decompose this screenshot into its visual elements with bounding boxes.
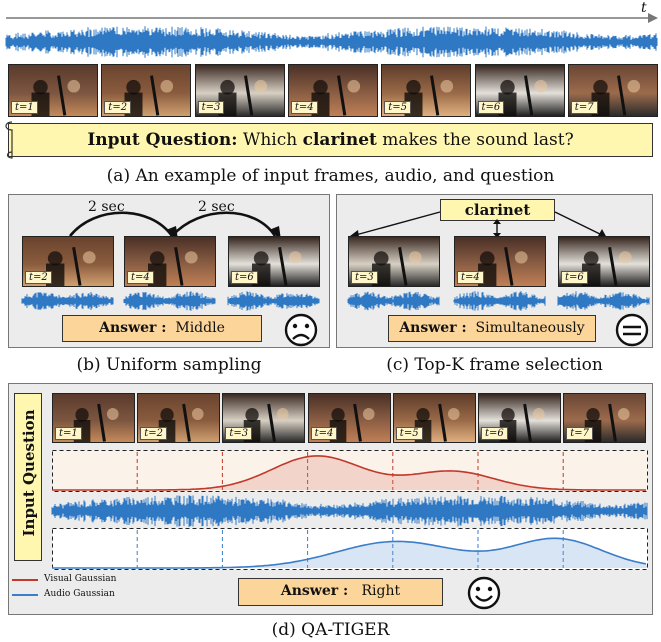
- video-frame-b-3: t=6: [228, 236, 320, 287]
- frame-time-label: t=3: [225, 427, 253, 440]
- caption-c: (c) Top-K frame selection: [386, 355, 603, 375]
- video-frame-d-2: t=2: [137, 393, 221, 443]
- time-axis-arrow: [6, 13, 658, 23]
- video-frame-c-1: t=3: [348, 236, 440, 287]
- side-question-scroll: Input Question: [14, 393, 42, 561]
- topk-waveform-1: [347, 291, 440, 311]
- uniform-waveform-1: [21, 292, 114, 310]
- answer-label-b: Answer :: [99, 320, 167, 336]
- time-axis-label: t: [641, 0, 647, 16]
- answer-label-c: Answer :: [399, 320, 467, 336]
- question-text: Input Question: Which clarinet makes the…: [9, 130, 652, 150]
- question-prefix: Input Question:: [87, 130, 238, 150]
- video-frame-d-1: t=1: [52, 393, 135, 443]
- legend-visual-line: [12, 579, 38, 581]
- caption-d: (d) QA-TIGER: [271, 620, 390, 640]
- video-frame-d-3: t=3: [222, 393, 306, 443]
- answer-value-c: Simultaneously: [475, 320, 585, 336]
- frame-time-label: t=1: [11, 101, 38, 114]
- question-part-1: Which: [237, 130, 303, 150]
- frame-time-label: t=6: [477, 101, 505, 114]
- audio-gaussian-plot: [52, 528, 648, 570]
- video-frame-a-2: t=2: [101, 64, 192, 117]
- topk-waveform-2: [453, 291, 546, 311]
- answer-value-d: Right: [361, 583, 401, 599]
- qa-tiger-waveform: [51, 495, 648, 527]
- answer-label-d: Answer :: [280, 583, 349, 599]
- caption-b: (b) Uniform sampling: [76, 355, 262, 375]
- happy-face-icon: [467, 576, 501, 610]
- visual-gaussian-plot: [52, 450, 648, 492]
- answer-value-b: Middle: [175, 320, 225, 336]
- frame-time-label: t=4: [290, 101, 318, 114]
- interval-label-2: 2 sec: [198, 199, 235, 215]
- caption-a: (a) An example of input frames, audio, a…: [106, 166, 555, 186]
- video-frame-b-1: t=2: [22, 236, 114, 287]
- video-frame-d-7: t=7: [563, 393, 647, 443]
- video-frame-a-5: t=5: [381, 64, 472, 117]
- video-frame-b-2: t=4: [124, 236, 216, 287]
- answer-note-b: Answer : Middle: [62, 315, 262, 342]
- video-frame-a-1: t=1: [8, 64, 98, 117]
- frame-time-label: t=7: [566, 427, 593, 440]
- frame-time-label: t=6: [561, 271, 588, 284]
- neutral-face-icon: [615, 313, 649, 347]
- interval-label-1: 2 sec: [88, 199, 125, 215]
- video-frame-d-5: t=5: [392, 393, 476, 443]
- video-frame-c-3: t=6: [558, 236, 650, 287]
- frame-time-label: t=2: [104, 101, 132, 114]
- frame-time-label: t=4: [457, 271, 484, 284]
- video-frame-a-4: t=4: [287, 64, 378, 117]
- video-frame-a-6: t=6: [474, 64, 565, 117]
- frame-time-label: t=3: [351, 271, 378, 284]
- audio-waveform: [5, 26, 658, 58]
- uniform-waveform-3: [227, 291, 320, 311]
- frame-time-label: t=7: [570, 101, 598, 114]
- frame-time-label: t=4: [127, 271, 154, 284]
- question-scroll: Input Question: Which clarinet makes the…: [8, 123, 653, 157]
- topk-waveform-3: [557, 291, 650, 311]
- sad-face-icon: [284, 313, 318, 347]
- frame-time-label: t=4: [310, 427, 338, 440]
- video-frame-a-7: t=7: [567, 64, 658, 117]
- video-frame-c-2: t=4: [454, 236, 546, 287]
- legend-visual-label: Visual Gaussian: [44, 574, 117, 584]
- video-frame-d-6: t=6: [478, 393, 561, 443]
- frame-time-label: t=6: [481, 427, 508, 440]
- frame-time-label: t=2: [25, 271, 52, 284]
- video-frame-a-3: t=3: [194, 64, 285, 117]
- frame-time-label: t=3: [197, 101, 225, 114]
- video-frame-d-4: t=4: [307, 393, 391, 443]
- answer-note-c: Answer : Simultaneously: [388, 315, 596, 342]
- question-part-2: makes the sound last?: [376, 130, 574, 150]
- keyword-text: clarinet: [464, 201, 531, 219]
- frame-time-label: t=5: [384, 101, 411, 114]
- frame-time-label: t=2: [140, 427, 167, 440]
- frame-time-label: t=6: [231, 271, 258, 284]
- frame-time-label: t=5: [395, 427, 423, 440]
- legend-audio-line: [12, 594, 38, 596]
- scroll-curl-icon: [5, 121, 13, 159]
- answer-note-d: Answer : Right: [238, 578, 443, 606]
- frame-time-label: t=1: [55, 427, 82, 440]
- legend-audio-label: Audio Gaussian: [44, 589, 115, 599]
- keyword-scroll: clarinet: [440, 199, 555, 221]
- question-keyword: clarinet: [302, 130, 377, 150]
- uniform-waveform-2: [123, 291, 216, 311]
- side-question-text: Input Question: [20, 409, 38, 537]
